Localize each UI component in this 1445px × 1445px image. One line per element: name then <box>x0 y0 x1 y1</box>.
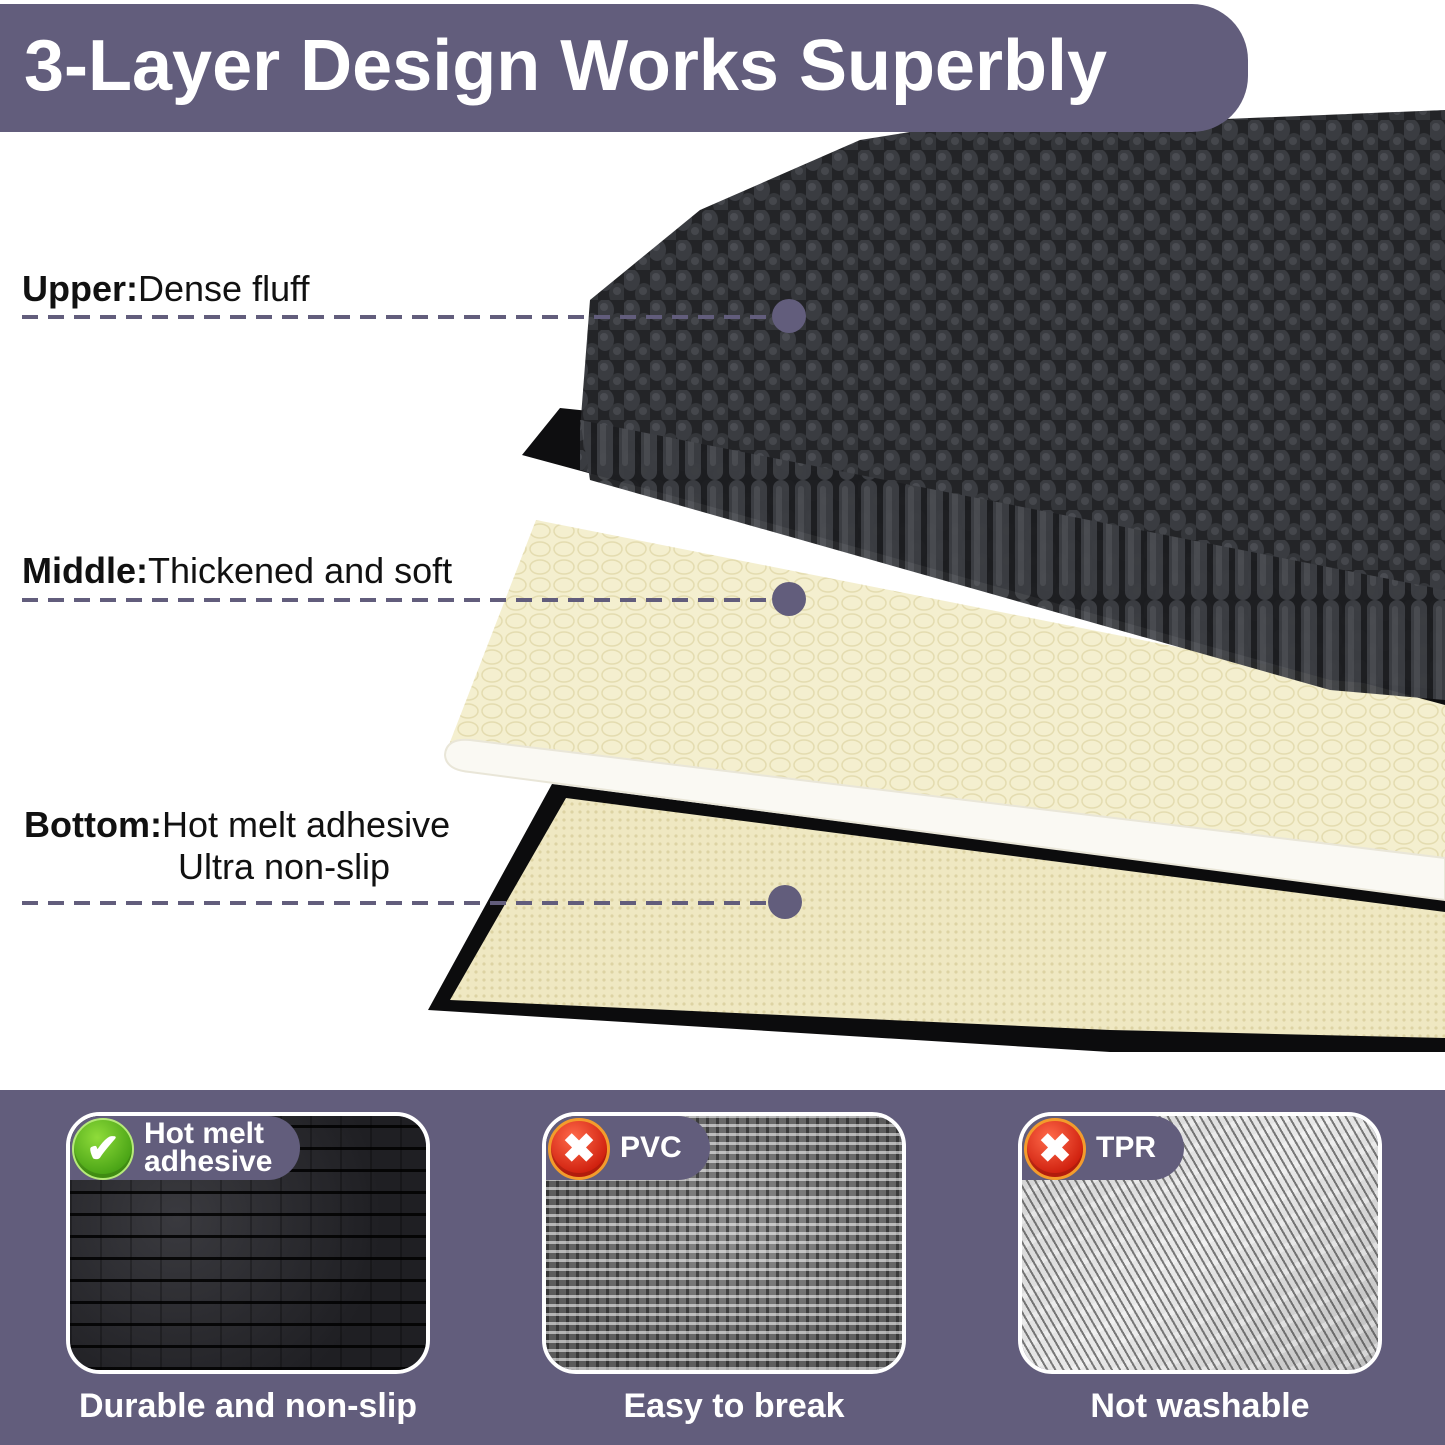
mat-layers-illustration <box>428 110 1445 1052</box>
tag-label: TPR <box>1096 1131 1156 1164</box>
tag-label: Hot melt adhesive <box>144 1117 273 1178</box>
callout-bottom-description-line2: Ultra non-slip <box>178 846 391 887</box>
material-comparison-panel: Hot melt adhesive ✔ Durable and non-slip… <box>0 1090 1445 1445</box>
comparison-caption-pvc: Easy to break <box>623 1387 845 1425</box>
pointer-dot-upper <box>772 299 806 333</box>
comparison-card-pvc: PVC ✖ <box>542 1112 906 1374</box>
callout-bottom-label: Bottom: <box>24 804 162 845</box>
leader-line-middle <box>22 598 778 602</box>
callout-bottom: Bottom:Hot melt adhesive Ultra non-slip <box>24 804 450 888</box>
cross-icon: ✖ <box>548 1118 610 1180</box>
callout-bottom-description: Hot melt adhesive <box>161 804 451 845</box>
callout-middle-label: Middle: <box>22 550 148 591</box>
callout-upper-label: Upper: <box>22 268 138 309</box>
cross-icon: ✖ <box>1024 1118 1086 1180</box>
comparison-card-tpr: TPR ✖ <box>1018 1112 1382 1374</box>
callout-upper-description: Dense fluff <box>138 268 310 309</box>
leader-line-bottom <box>22 901 774 905</box>
leader-line-upper <box>22 315 778 319</box>
header-banner: 3-Layer Design Works Superbly <box>0 4 1248 132</box>
page-title: 3-Layer Design Works Superbly <box>24 26 1108 106</box>
check-icon: ✔ <box>72 1118 134 1180</box>
comparison-caption-hot-melt: Durable and non-slip <box>78 1387 418 1425</box>
callout-middle-description: Thickened and soft <box>147 550 453 591</box>
comparison-caption-tpr: Not washable <box>1090 1387 1310 1425</box>
callout-upper: Upper:Dense fluff <box>22 268 309 310</box>
comparison-card-hot-melt: Hot melt adhesive ✔ <box>66 1112 430 1374</box>
pointer-dot-bottom <box>768 885 802 919</box>
callout-middle: Middle:Thickened and soft <box>22 550 452 592</box>
pointer-dot-middle <box>772 582 806 616</box>
tag-label: PVC <box>620 1131 682 1164</box>
